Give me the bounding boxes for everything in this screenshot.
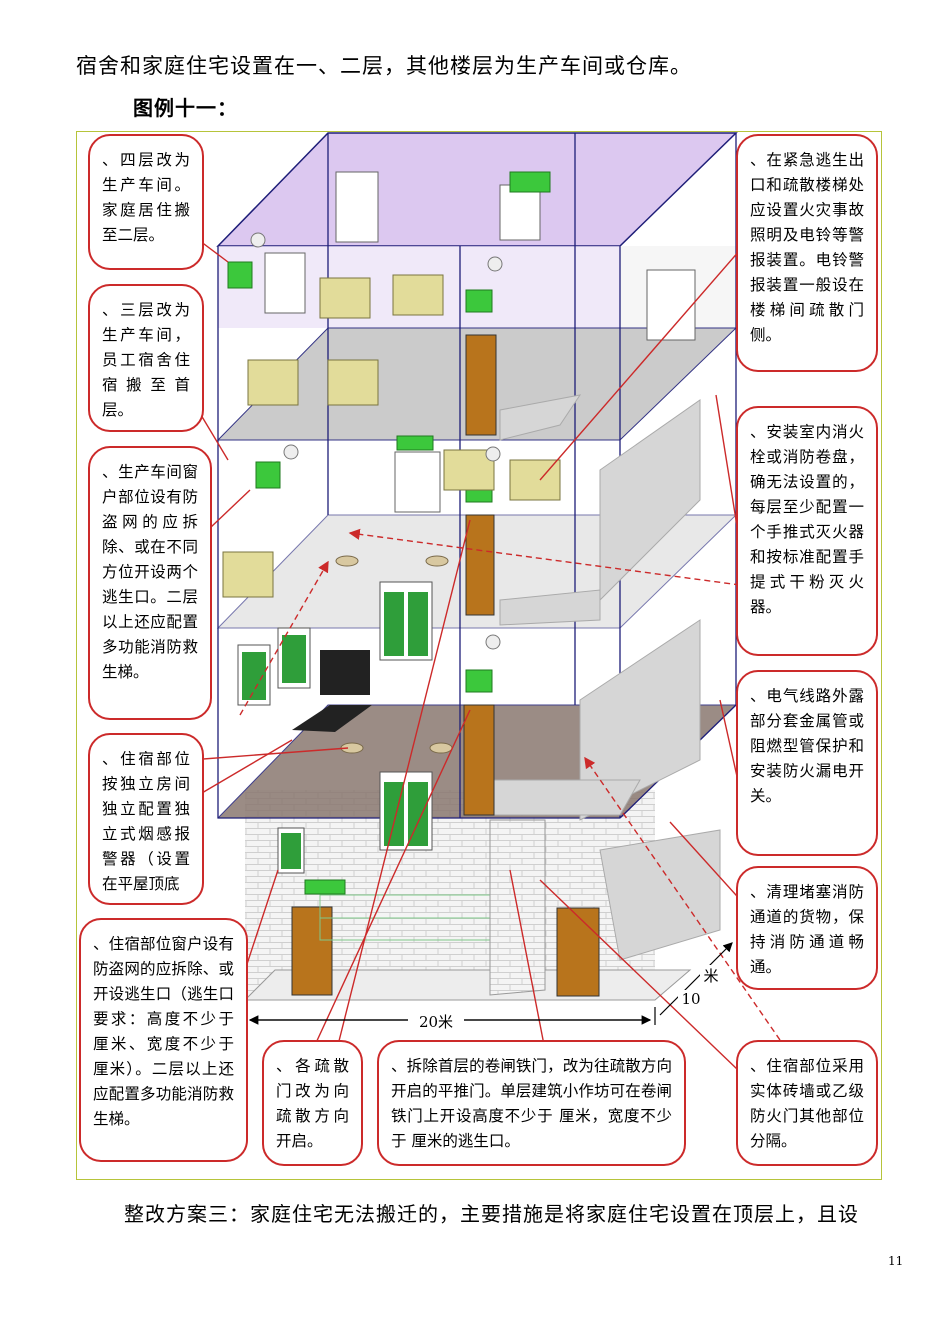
callout-fire-extinguishers: 、安装室内消火栓或消防卷盘，确无法设置的，每层至少配置一个手推式灭火器和按标准配…: [736, 406, 878, 656]
smoke-detectors: [335, 555, 453, 754]
callout-emergency-alarm: 、在紧急逃生出口和疏散楼梯处应设置火灾事故照明及电铃等警报装置。电铃警报装置一般…: [736, 134, 878, 372]
depth-unit-label: 米: [700, 965, 722, 985]
computer-terminal: [292, 650, 372, 732]
callout-electrical-wiring: 、电气线路外露部分套金属管或阻燃型管保护和安装防火漏电开关。: [736, 670, 878, 856]
green-window-panes: [242, 592, 428, 869]
callout-4th-floor: 、四层改为生产车间。家庭居住搬至二层。: [88, 134, 204, 270]
figure-frame: [76, 131, 882, 1180]
callout-fire-passage: 、清理堵塞消防通道的货物，保持消防通道畅通。: [736, 866, 878, 990]
alarm-bells: [250, 232, 503, 650]
callout-dormitory-partition: 、住宿部位采用实体砖墙或乙级防火门其他部位分隔。: [736, 1040, 878, 1166]
escape-route-arrows: [239, 528, 781, 1041]
page-number: 11: [888, 1254, 904, 1268]
width-dimension-label: 20米: [408, 1011, 464, 1031]
closing-paragraph: 整改方案三：家庭住宅无法搬迁的，主要措施是将家庭住宅设置在顶层上，且设: [124, 1202, 859, 1226]
sewing-machines: [222, 274, 561, 598]
callout-dormitory-windows: 、住宿部位窗户设有防盗网的应拆除、或开设逃生口（逃生口要求：高度不少于 厘米、宽…: [79, 918, 248, 1162]
staircase: [489, 394, 721, 961]
depth-value-label: 10: [678, 990, 704, 1010]
intro-paragraph: 宿舍和家庭住宅设置在一、二层，其他楼层为生产车间或仓库。: [76, 54, 692, 78]
callout-exit-doors: 、各疏散门改为向疏散方向开启。: [262, 1040, 363, 1166]
callout-3rd-floor: 、三层改为生产车间，员工宿舍住宿搬至首层。: [88, 284, 204, 432]
callout-rolling-door: 、拆除首层的卷闸铁门，改为往疏散方向开启的平推门。单层建筑小作坊可在卷闸铁门上开…: [377, 1040, 686, 1166]
windows: [264, 171, 696, 513]
roof-top: [216, 132, 738, 247]
callout-workshop-windows: 、生产车间窗户部位设有防盗网的应拆除、或在不同方位开设两个逃生口。二层以上还应配…: [88, 446, 212, 720]
figure-title: 图例十一：: [133, 96, 238, 120]
callout-smoke-detectors: 、住宿部位按独立房间独立配置独立式烟感报警器（设置在平屋顶底: [88, 733, 204, 905]
